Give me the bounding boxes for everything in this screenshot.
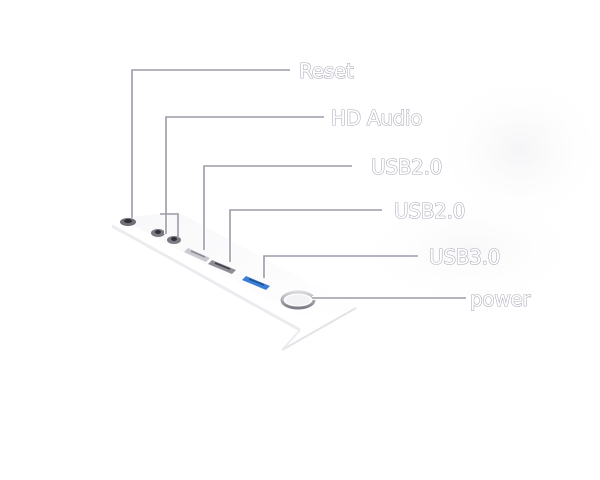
front-panel (120, 218, 316, 310)
leader-line-reset (130, 68, 290, 218)
audio-jack-mic (167, 236, 181, 244)
audio-jack-headphone (151, 229, 165, 237)
leader-line-usb2-b (228, 208, 382, 262)
label-hd-audio: HD Audio (331, 106, 422, 130)
label-power: power (470, 287, 531, 311)
label-usb3: USB3.0 (429, 245, 500, 269)
label-reset: Reset (299, 59, 354, 83)
leader-line-hd-audio (160, 115, 324, 238)
leader-lines (130, 68, 466, 300)
usb3-port (242, 276, 270, 290)
callout-labels: Reset HD Audio USB2.0 USB2.0 USB3.0 powe… (298, 58, 532, 311)
leader-line-usb2-a (202, 164, 352, 250)
usb2-port-a (184, 248, 210, 262)
reset-pinhole (120, 218, 136, 226)
usb2-port-b (208, 260, 236, 274)
leader-line-usb3 (262, 254, 418, 278)
label-usb2-a: USB2.0 (371, 155, 442, 179)
label-usb2-b: USB2.0 (394, 199, 465, 223)
